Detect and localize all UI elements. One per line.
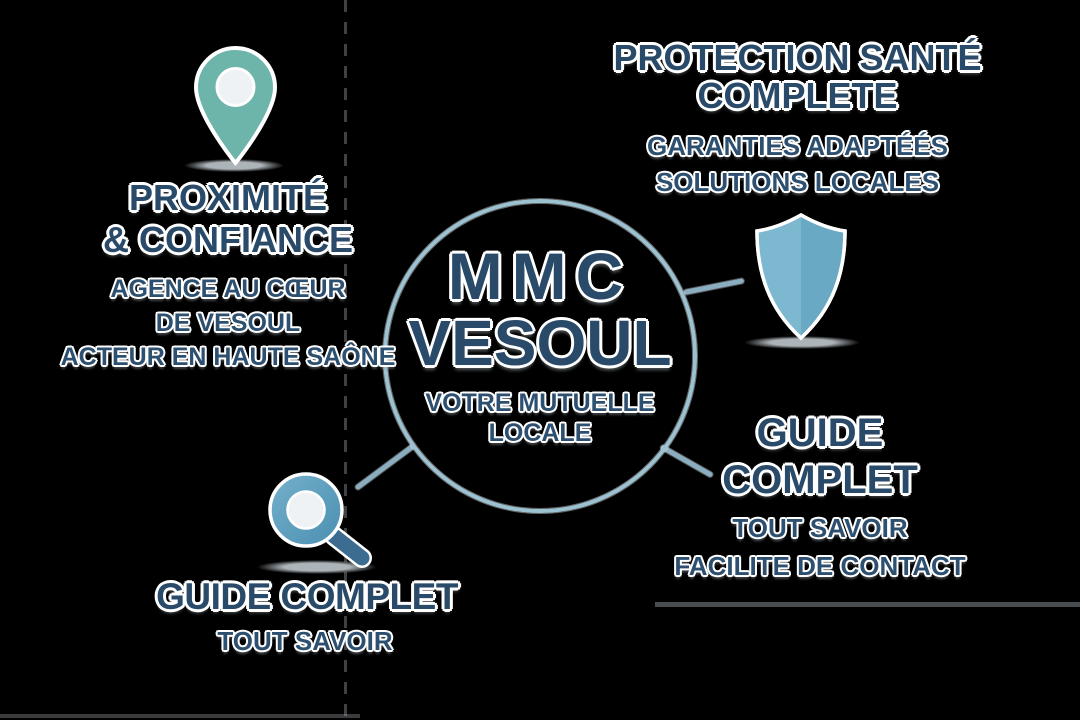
top-left-heading: PROXIMITÉ & CONFIANCE (28, 177, 428, 261)
bottom-right-sub-line1: TOUT SAVOIR (732, 513, 908, 543)
map-pin-shadow (184, 159, 284, 172)
top-right-heading: PROTECTION SANTÉ COMPLETE (600, 39, 995, 115)
bottom-right-heading-line2: COMPLET (722, 458, 918, 502)
top-right-subtext: GARANTIES ADAPTÉÉS SOLUTIONS LOCALES (600, 128, 995, 200)
shield-icon (755, 212, 847, 341)
center-circle (383, 199, 697, 513)
top-left-sub-line3: ACTEUR EN HAUTE SAÔNE (60, 343, 396, 371)
bottom-left-subtext: TOUT SAVOIR (217, 626, 393, 656)
bottom-right-heading-line1: GUIDE (756, 411, 884, 455)
center-title-line1: MMC (447, 239, 633, 313)
bottom-right-sub-line2: FACILITE DE CONTACT (674, 551, 966, 581)
scan-artifact-bottom-line (0, 714, 360, 718)
top-left-heading-line2: & CONFIANCE (103, 219, 353, 260)
map-pin-icon (193, 45, 278, 167)
center-subtitle-line1: VOTRE MUTUELLE (425, 389, 655, 417)
center-subtitle-line2: LOCALE (488, 419, 592, 447)
top-left-sub-line2: DE VESOUL (155, 309, 301, 337)
bottom-right-subtext: TOUT SAVOIR FACILITE DE CONTACT (620, 509, 1020, 585)
scan-artifact-horizontal-line (655, 602, 1080, 607)
shield-shadow (744, 336, 860, 349)
top-right-sub-line1: GARANTIES ADAPTÉÉS (647, 131, 948, 161)
magnifier-shadow (257, 560, 377, 574)
top-left-sub-line1: AGENCE AU CŒUR (110, 275, 346, 303)
bottom-right-heading: GUIDE COMPLET (620, 410, 1020, 504)
center-title-line2: VESOUL (408, 307, 672, 379)
top-right-sub-line2: SOLUTIONS LOCALES (655, 167, 940, 197)
top-left-heading-line1: PROXIMITÉ (128, 177, 328, 218)
top-right-heading-line1: PROTECTION SANTÉ (613, 37, 982, 78)
top-left-subtext: AGENCE AU CŒUR DE VESOUL ACTEUR EN HAUTE… (28, 272, 428, 374)
bottom-left-heading: GUIDE COMPLET (156, 576, 458, 617)
magnifier-icon (268, 472, 372, 568)
scan-artifact-vertical-line (344, 0, 347, 720)
top-right-heading-line2: COMPLETE (697, 75, 898, 116)
